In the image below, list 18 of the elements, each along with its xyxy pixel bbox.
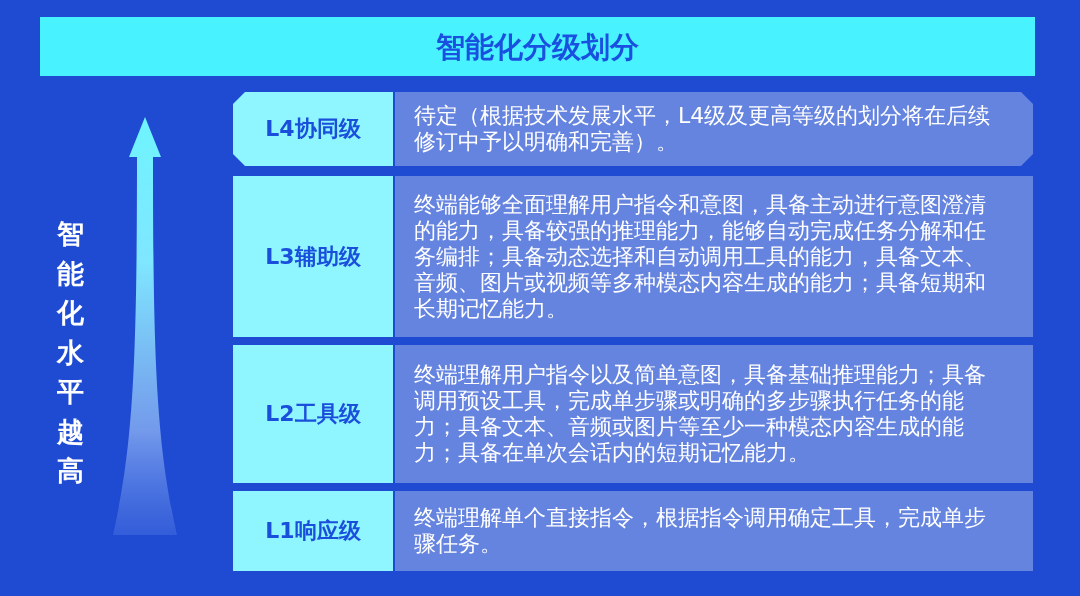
description-text: 终端理解单个直接指令，根据指令调用确定工具，完成单步骤任务。	[414, 505, 987, 557]
level-label: L2工具级	[265, 400, 361, 428]
level-box	[233, 176, 393, 337]
level-label: L4协同级	[265, 115, 361, 143]
level-label: L1响应级	[265, 517, 361, 545]
level-box	[233, 345, 393, 483]
description-text: 终端理解用户指令以及简单意图，具备基础推理能力；具备调用预设工具，完成单步骤或明确的多步骤执行任务的能力；具备文本、音频或图片等至少一种模态内容生成的能力；具备在单次会话内的短期记忆能力。	[414, 362, 987, 466]
vertical-axis-label: 智能化水平越高	[56, 217, 84, 488]
description-text: 终端能够全面理解用户指令和意图，具备主动进行意图澄清的能力，具备较强的推理能力，能够自动完成任务分解和任务编排；具备动态选择和自动调用工具的能力，具备文本、音频、图片或视频等多种模态内容生成的能力；具备短期和长期记忆能力。	[414, 191, 987, 322]
description-box	[395, 92, 1033, 166]
description-box	[395, 176, 1033, 337]
title: 智能化分级划分	[436, 29, 639, 64]
level-box	[233, 92, 393, 166]
description-text: 待定（根据技术发展水平，L4级及更高等级的划分将在后续修订中予以明确和完善）。	[414, 103, 992, 155]
description-box	[395, 345, 1033, 483]
level-box	[233, 491, 393, 571]
description-box	[395, 491, 1033, 571]
level-label: L3辅助级	[265, 242, 361, 271]
